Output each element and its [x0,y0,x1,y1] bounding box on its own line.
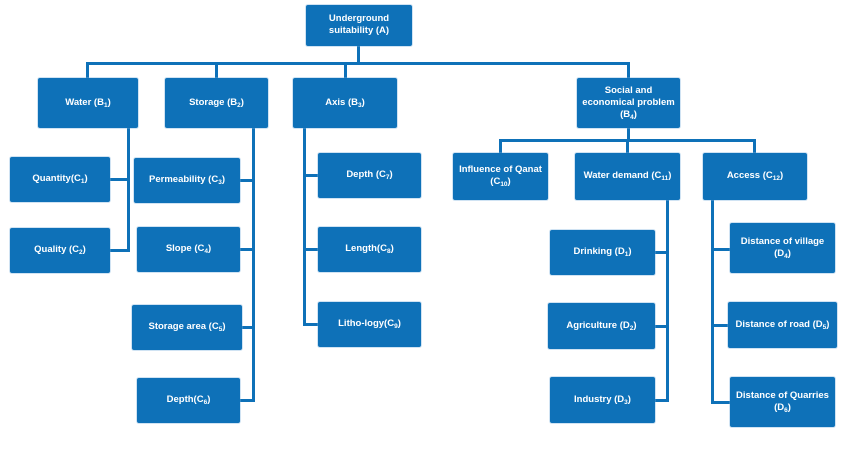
node-label: Depth(C6) [166,394,211,407]
connector-c1-stub [110,178,130,181]
connector-b2-drop [215,62,218,78]
connector-c10-drop [499,139,502,153]
node-label: Underground suitability (A) [328,13,390,37]
node-storage-area-c5: Storage area (C5) [132,305,242,350]
connector-d3-stub [655,399,669,402]
connector-b3-trunk [303,128,306,326]
connector-c8-stub [303,248,318,251]
node-label: Access (C12) [726,170,784,183]
connector-c5-stub [242,326,255,329]
node-label: Agriculture (D2) [566,319,637,332]
connector-d5-stub [711,324,730,327]
node-industry-d3: Industry (D3) [550,377,655,423]
connector-c9-stub [303,323,318,326]
node-length-c8: Length(C8) [318,227,421,272]
connector-d4-stub [711,248,730,251]
connector-c12-trunk [711,200,714,404]
connector-c12-drop [753,139,756,153]
node-label: Storage area (C5) [148,321,226,334]
node-label: Water (B1) [65,96,111,109]
node-label: Depth (C7) [346,169,393,182]
node-water-demand-c11: Water demand (C11) [575,153,680,200]
connector-d2-stub [655,325,669,328]
node-depth-c6: Depth(C6) [137,378,240,423]
node-label: Litho-logy(C9) [338,318,401,331]
connector-c4-stub [240,248,255,251]
node-label: Water demand (C11) [583,170,672,183]
node-label: Social and economical problem (B4) [582,84,675,121]
connector-b-rail [86,62,630,65]
node-distance-of-village-d4: Distance of village (D4) [730,223,835,273]
connector-d1-stub [655,251,669,254]
node-label: Distance of Quarries (D6) [736,389,829,414]
node-social-economical-problem-b4: Social and economical problem (B4) [577,78,680,128]
node-label: Slope (C4) [165,243,212,256]
node-drinking-d1: Drinking (D1) [550,230,655,275]
connector-c3-stub [240,179,255,182]
node-label: Influence of Qanat (C10) [459,164,542,189]
node-influence-of-qanat-c10: Influence of Qanat (C10) [453,153,548,200]
node-depth-c7: Depth (C7) [318,153,421,198]
connector-b4-stem [627,128,630,142]
connector-b1-trunk [127,128,130,252]
connector-a-stem [357,45,360,65]
node-underground-suitability-a: Underground suitability (A) [306,5,412,46]
node-label: Storage (B2) [189,96,244,109]
node-lithology-c9: Litho-logy(C9) [318,302,421,347]
node-access-c12: Access (C12) [703,153,807,200]
connector-b3-drop [344,62,347,78]
connector-b4-drop [627,62,630,78]
node-permeability-c3: Permeability (C3) [134,158,240,203]
node-label: Drinking (D1) [573,246,632,259]
node-label: Quantity(C1) [32,173,88,186]
node-axis-b3: Axis (B3) [293,78,397,128]
connector-b2-trunk [252,128,255,402]
node-label: Length(C8) [345,243,394,256]
connector-c7-stub [303,174,318,177]
node-storage-b2: Storage (B2) [165,78,268,128]
connector-b1-drop [86,62,89,78]
node-label: Quality (C2) [34,244,86,257]
node-label: Axis (B3) [325,96,365,109]
connector-c11-drop [626,139,629,153]
node-water-b1: Water (B1) [38,78,138,128]
node-distance-of-road-d5: Distance of road (D5) [728,302,837,348]
connector-d6-stub [711,401,730,404]
node-label: Permeability (C3) [149,174,225,187]
node-quality-c2: Quality (C2) [10,228,110,273]
node-agriculture-d2: Agriculture (D2) [548,303,655,349]
connector-c2-stub [110,249,130,252]
node-slope-c4: Slope (C4) [137,227,240,272]
node-label: Distance of village (D4) [740,235,825,260]
connector-c11-trunk [666,200,669,402]
connector-c6-stub [240,399,255,402]
node-distance-of-quarries-d6: Distance of Quarries (D6) [730,377,835,427]
node-quantity-c1: Quantity(C1) [10,157,110,202]
node-label: Distance of road (D5) [735,318,830,331]
node-label: Industry (D3) [574,393,631,406]
